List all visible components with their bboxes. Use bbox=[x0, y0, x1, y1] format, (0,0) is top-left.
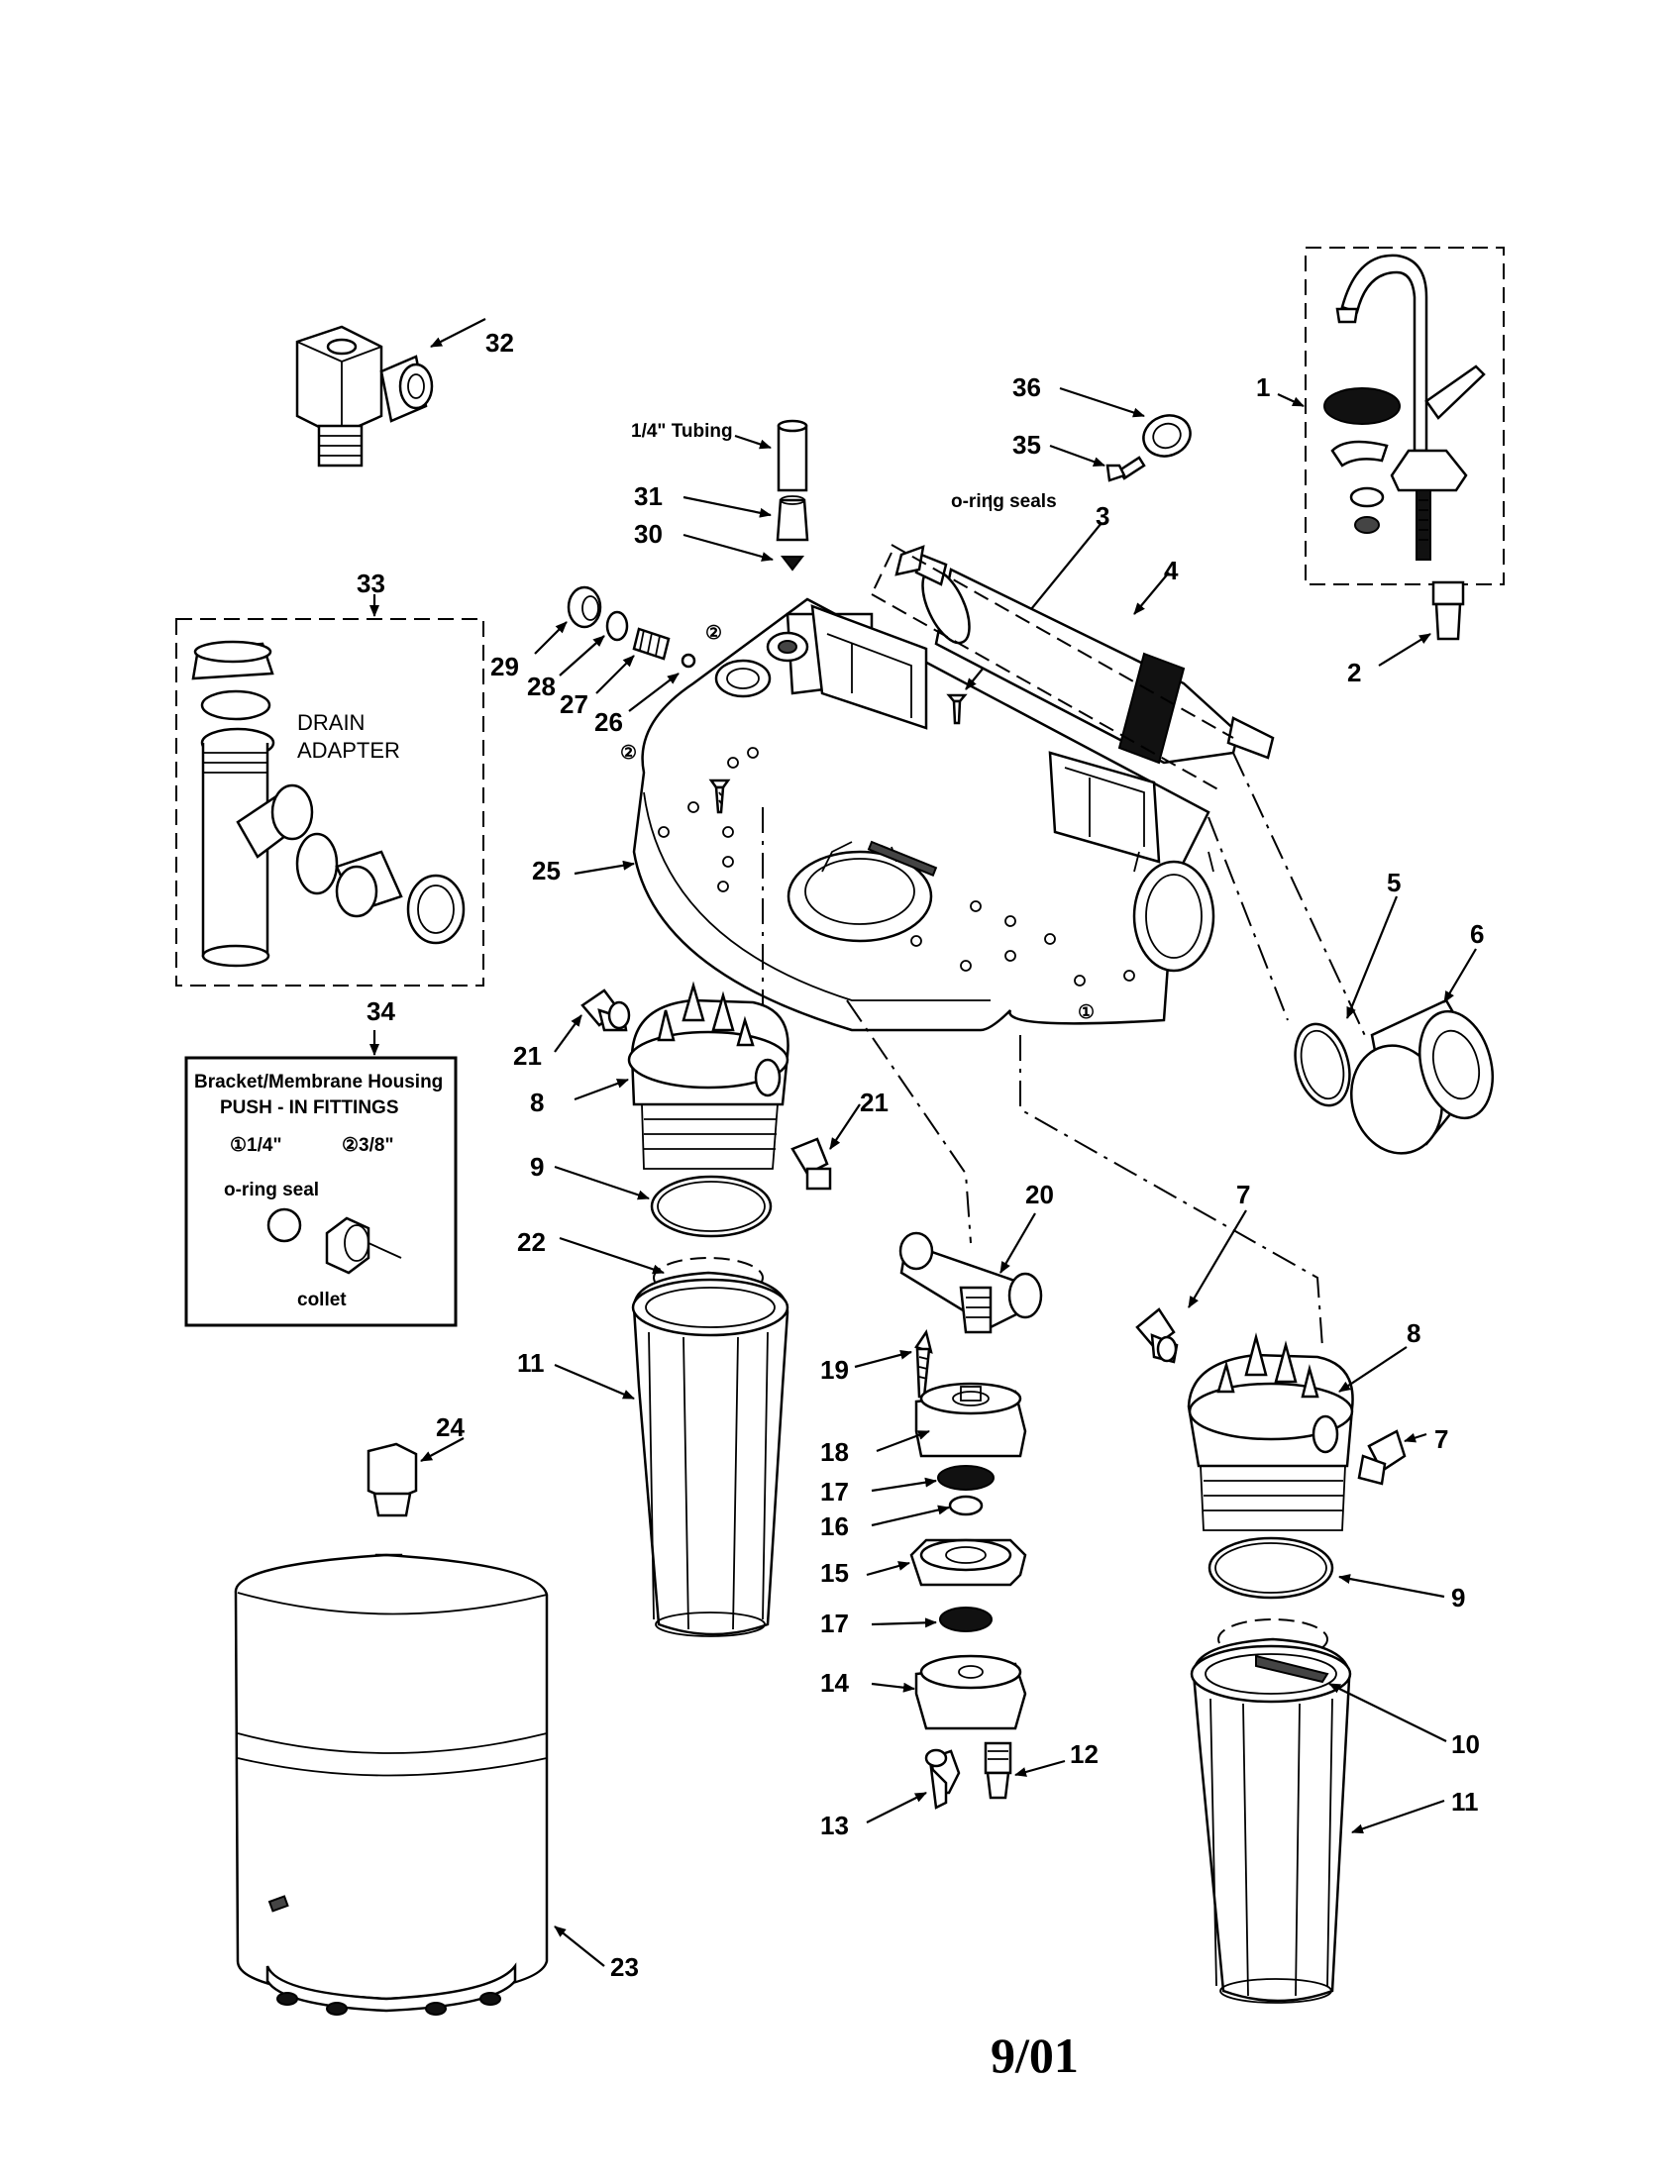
pn-33: 33 bbox=[357, 569, 385, 598]
pn-12: 12 bbox=[1070, 1739, 1099, 1769]
center-flow-restrictor-assembly bbox=[854, 1212, 1066, 1823]
inset-size-1: ①1/4" bbox=[230, 1135, 281, 1156]
pn-34: 34 bbox=[367, 996, 395, 1026]
pn-13: 13 bbox=[820, 1811, 849, 1840]
pn-10: 10 bbox=[1451, 1729, 1480, 1759]
pn-32: 32 bbox=[485, 328, 514, 358]
pn-5: 5 bbox=[1387, 868, 1401, 897]
inset-size-2: ②3/8" bbox=[342, 1135, 393, 1156]
inset-title-2: PUSH - IN FITTINGS bbox=[220, 1097, 399, 1118]
pn-1: 1 bbox=[1256, 372, 1270, 402]
part-1-faucet bbox=[1277, 247, 1505, 667]
footer-date: 9/01 bbox=[991, 2028, 1079, 2083]
label-drain: DRAIN bbox=[297, 710, 365, 735]
part-25-bracket bbox=[574, 597, 1215, 1032]
pn-4: 4 bbox=[1164, 556, 1179, 585]
pn-35: 35 bbox=[1012, 430, 1041, 460]
inset-oring: o-ring seal bbox=[224, 1180, 319, 1200]
pn-18: 18 bbox=[820, 1437, 849, 1467]
pn-21b: 21 bbox=[860, 1088, 889, 1117]
tubing-and-collet bbox=[682, 419, 809, 572]
part-23-24-storage-tank bbox=[234, 1437, 605, 2016]
pn-9a: 9 bbox=[530, 1152, 544, 1182]
label-adapter: ADAPTER bbox=[297, 738, 400, 763]
pn-7b: 7 bbox=[1434, 1424, 1448, 1454]
check-valve-parts-26-29 bbox=[534, 585, 696, 712]
part-33-drain-adapter bbox=[175, 594, 484, 987]
part-34-push-in-fittings-inset bbox=[184, 1030, 458, 1327]
pn-8b: 8 bbox=[1407, 1318, 1420, 1348]
bracket-mark-2b: ② bbox=[620, 743, 637, 764]
pn-11b: 11 bbox=[1451, 1787, 1479, 1817]
pn-20: 20 bbox=[1025, 1180, 1054, 1209]
left-filter-housing bbox=[554, 981, 861, 1637]
pn-29: 29 bbox=[490, 652, 519, 681]
pn-24: 24 bbox=[436, 1412, 465, 1442]
pn-36: 36 bbox=[1012, 372, 1041, 402]
pn-23: 23 bbox=[610, 1952, 639, 1982]
pn-25: 25 bbox=[532, 856, 561, 885]
pn-11a: 11 bbox=[517, 1348, 545, 1378]
inset-title-1: Bracket/Membrane Housing bbox=[194, 1072, 443, 1092]
parts-5-6-end-cap bbox=[1294, 895, 1494, 1155]
pn-14: 14 bbox=[820, 1668, 849, 1698]
pn-7a: 7 bbox=[1236, 1180, 1250, 1209]
bracket-mark-2a: ② bbox=[705, 623, 722, 644]
pn-21a: 21 bbox=[513, 1041, 542, 1071]
pn-9b: 9 bbox=[1451, 1583, 1465, 1612]
pn-17a: 17 bbox=[820, 1477, 849, 1507]
right-filter-housing bbox=[1135, 1209, 1447, 2004]
inset-collet: collet bbox=[297, 1290, 347, 1310]
pn-2: 2 bbox=[1347, 658, 1361, 687]
bracket-mark-1a: ① bbox=[1078, 1002, 1095, 1023]
pn-31: 31 bbox=[634, 481, 663, 511]
label-oring-seals: o-ring seals bbox=[951, 491, 1057, 512]
pn-19: 19 bbox=[820, 1355, 849, 1385]
part-32-saddle-valve bbox=[295, 318, 486, 468]
pn-15: 15 bbox=[820, 1558, 849, 1588]
pn-28: 28 bbox=[527, 672, 556, 701]
pn-17b: 17 bbox=[820, 1609, 849, 1638]
pn-30: 30 bbox=[634, 519, 663, 549]
pn-22: 22 bbox=[517, 1227, 546, 1257]
pn-16: 16 bbox=[820, 1511, 849, 1541]
pn-6: 6 bbox=[1470, 919, 1484, 949]
part-4-membrane bbox=[894, 545, 1275, 765]
parts-35-36 bbox=[1049, 386, 1192, 482]
pn-27: 27 bbox=[560, 689, 588, 719]
label-tubing: 1/4" Tubing bbox=[631, 421, 733, 442]
pn-26: 26 bbox=[594, 707, 623, 737]
labels: 1/4" Tubing o-ring seals DRAIN ADAPTER B… bbox=[194, 328, 1484, 2083]
pn-8a: 8 bbox=[530, 1088, 544, 1117]
pn-3: 3 bbox=[1096, 501, 1109, 531]
